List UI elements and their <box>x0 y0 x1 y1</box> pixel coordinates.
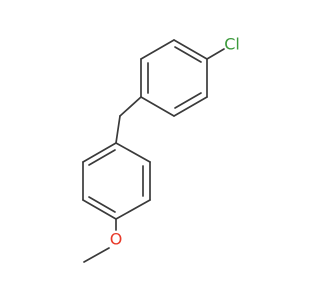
bond <box>82 199 117 220</box>
bond <box>82 142 117 163</box>
methoxy-group <box>83 218 117 263</box>
bond-to-chlorine <box>206 48 225 60</box>
double-bond-inner <box>88 149 116 166</box>
bond <box>115 115 121 144</box>
double-bond-inner <box>88 196 116 213</box>
bond <box>119 96 142 117</box>
oxygen-atom-label: O <box>110 230 123 249</box>
double-bond-inner <box>174 46 202 63</box>
chlorophenyl-ring <box>140 39 208 117</box>
chlorine-atom-label: Cl <box>224 35 240 54</box>
double-bond-inner <box>174 92 202 109</box>
methylene-bridge <box>115 96 142 144</box>
bond <box>140 39 175 60</box>
methoxyphenyl-ring <box>82 142 151 220</box>
bond <box>173 96 208 117</box>
bond <box>173 39 208 60</box>
bond <box>115 199 151 220</box>
bond <box>115 142 151 163</box>
structure-diagram: Cl O <box>82 35 240 263</box>
bond <box>140 96 175 117</box>
bond-to-methyl <box>83 247 110 263</box>
